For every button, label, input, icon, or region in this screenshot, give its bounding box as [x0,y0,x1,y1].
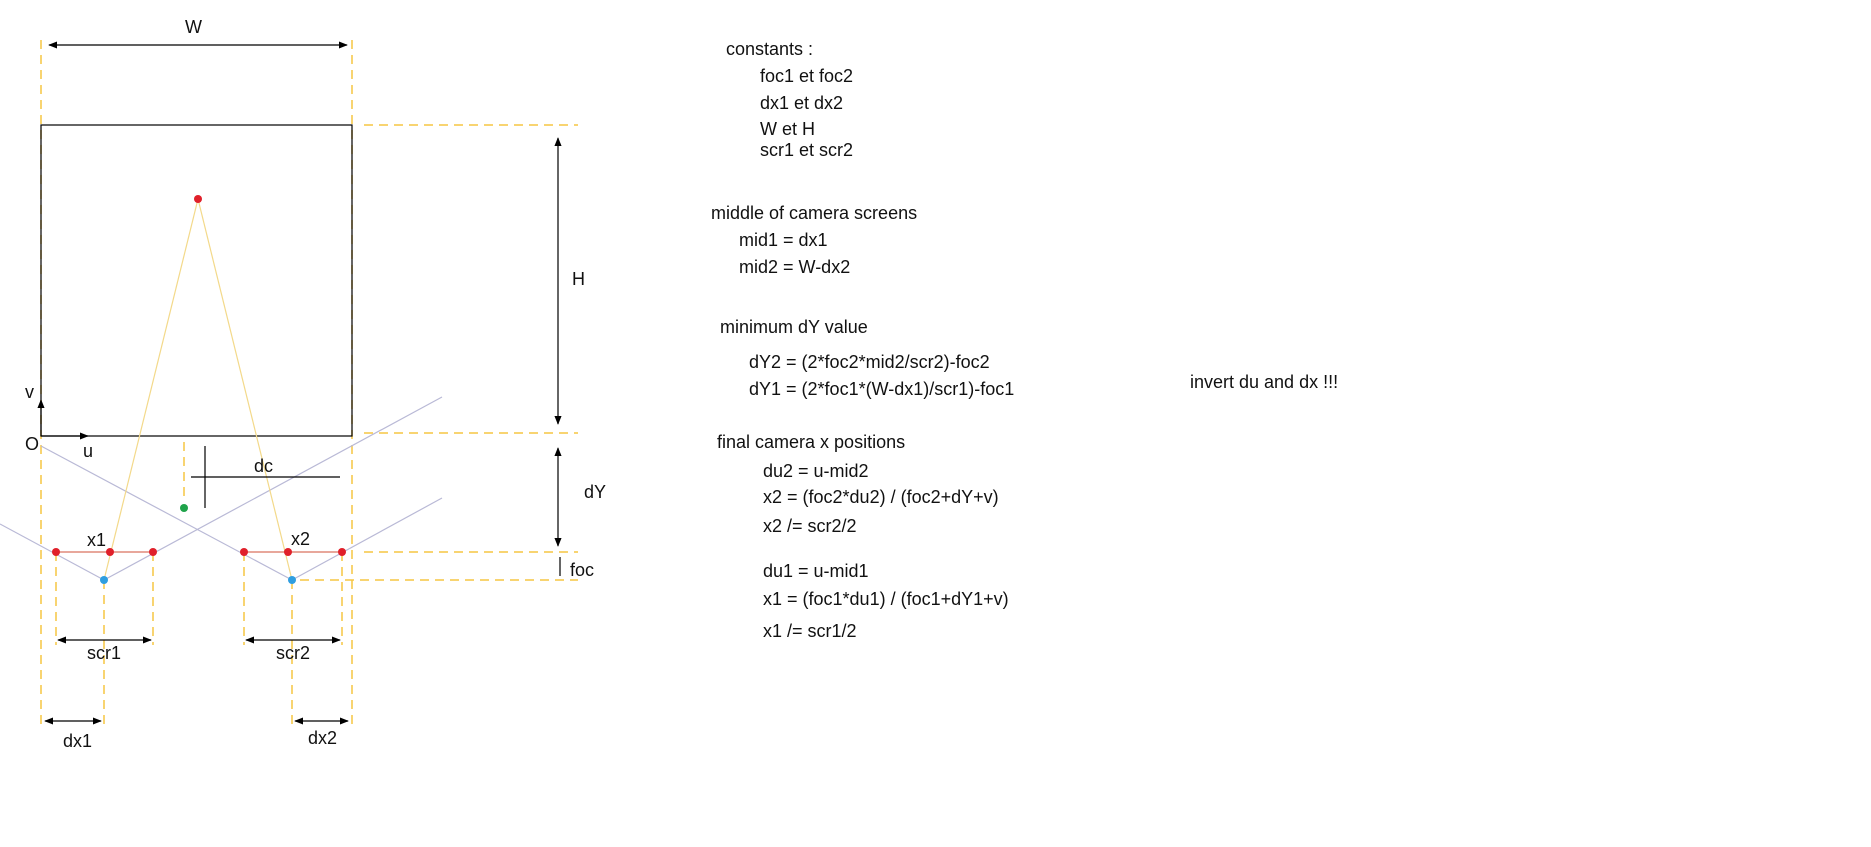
constant-foc: foc1 et foc2 [760,66,854,86]
final-x2: x2 = (foc2*du2) / (foc2+dY+v) [763,487,999,507]
middle-title: middle of camera screens [711,203,918,223]
screen1-right-point [149,548,157,556]
constants-title: constants : [726,39,814,59]
screen2-x2-point [284,548,292,556]
label-u: u [83,441,93,461]
points [52,195,346,584]
view-line-cam2-right [291,497,443,581]
target-point [194,195,202,203]
scene-rectangle [40,124,353,437]
camera1-point [100,576,108,584]
screen2-right-point [338,548,346,556]
min-dy2: dY2 = (2*foc2*mid2/scr2)-foc2 [749,352,990,372]
diagram-labels: W H dY foc v u O dc x1 x2 scr1 scr2 dx1 … [25,17,606,751]
middle-mid2: mid2 = W-dx2 [739,257,851,277]
center-point [180,504,188,512]
label-scr2: scr2 [276,643,310,663]
label-dx2: dx2 [308,728,337,748]
ray-cam2 [197,198,293,581]
ray-cam1 [103,198,199,581]
final-du1: du1 = u-mid1 [763,561,869,581]
label-dy: dY [584,482,606,502]
camera2-point [288,576,296,584]
final-x1-norm: x1 /= scr1/2 [763,621,857,641]
screen2-left-point [240,548,248,556]
min-title: minimum dY value [720,317,868,337]
label-x1: x1 [87,530,106,550]
final-x1: x1 = (foc1*du1) / (foc1+dY1+v) [763,589,1009,609]
view-line-cam1-right [103,396,443,581]
final-x2-norm: x2 /= scr2/2 [763,516,857,536]
min-dy1: dY1 = (2*foc1*(W-dx1)/scr1)-foc1 [749,379,1015,399]
guide-lines [40,40,578,728]
label-h: H [572,269,585,289]
label-foc: foc [570,560,594,580]
dimension-arrows [37,41,562,725]
remark: invert du and dx !!! [1190,372,1339,392]
label-origin: O [25,434,39,454]
label-dc: dc [254,456,273,476]
final-du2: du2 = u-mid2 [763,461,869,481]
final-title: final camera x positions [717,432,906,452]
label-w: W [185,17,202,37]
label-dx1: dx1 [63,731,92,751]
constant-dx: dx1 et dx2 [760,93,844,113]
view-lines [0,396,443,581]
rays [103,198,293,581]
screen1-x1-point [106,548,114,556]
constant-scr: scr1 et scr2 [760,140,854,160]
view-line-cam2-left [40,445,293,581]
middle-mid1: mid1 = dx1 [739,230,828,250]
screen1-left-point [52,548,60,556]
label-x2: x2 [291,529,310,549]
constant-wh: W et H [760,119,816,139]
label-scr1: scr1 [87,643,121,663]
label-v: v [25,382,34,402]
